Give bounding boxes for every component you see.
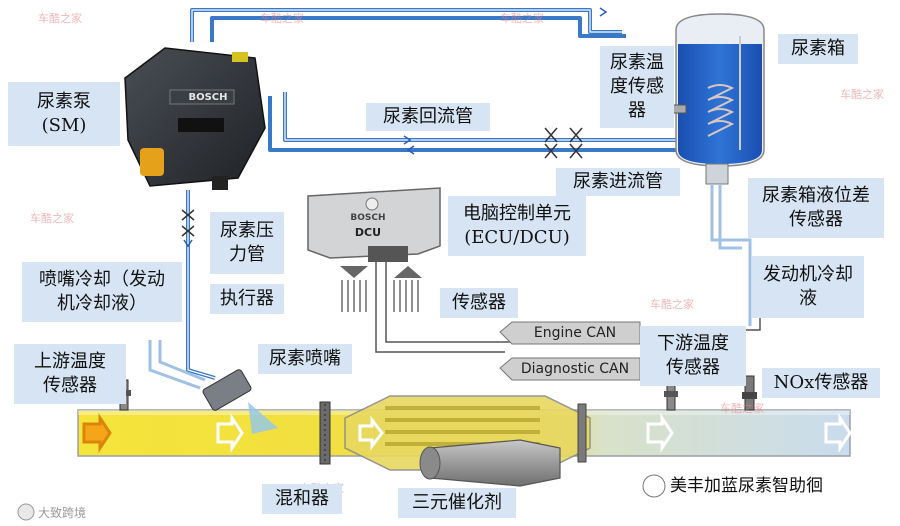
- ecu-brand-text: BOSCH: [350, 213, 386, 223]
- urea-tank-device: [671, 13, 765, 185]
- watermark-brand: 车酷之家: [30, 212, 74, 225]
- nozzle-cooling-label: 喷嘴冷却（发动 机冷却液）: [22, 262, 182, 322]
- wechat-icon: [642, 474, 666, 498]
- watermark-brand: 车酷之家: [500, 12, 544, 25]
- pump-brand-text: BOSCH: [188, 92, 228, 103]
- coolant-lines: [148, 185, 752, 390]
- actuator-triangle: [340, 266, 368, 278]
- watermark-brand: 车酷之家: [38, 12, 82, 25]
- temp-sensor-label: 尿素温 度传感 器: [600, 46, 674, 128]
- nozzle-label: 尿素喷嘴: [258, 344, 352, 374]
- urea-pump-label: 尿素泵 (SM): [8, 82, 120, 146]
- watermark-brand: 车酷之家: [260, 12, 304, 25]
- nox-sensor-device: [742, 375, 757, 411]
- pipe-connectors: [181, 127, 583, 237]
- urea-pump-device: [124, 47, 266, 190]
- coolant-label: 发动机冷却 液: [752, 256, 864, 318]
- footer-logo-icon: [17, 503, 35, 521]
- footer-left-watermark: 大致跨境: [38, 506, 87, 520]
- ecu-label: 电脑控制单元 (ECU/DCU): [448, 196, 586, 256]
- sensor-triangle: [394, 266, 422, 278]
- downstream-temp-label: 下游温度 传感器: [640, 326, 746, 386]
- diagnostic-can-label: Diagnostic CAN: [520, 361, 630, 377]
- pressure-pipe-label: 尿素压 力管: [210, 212, 284, 274]
- urea-nozzle-device: [202, 369, 278, 434]
- ecu-device: [307, 187, 441, 262]
- inlet-pipe-label: 尿素进流管: [556, 168, 680, 196]
- upstream-temp-label: 上游温度 传感器: [14, 344, 126, 404]
- downstream-temp-sensor-device: [664, 381, 678, 411]
- flow-arrows: [82, 413, 852, 453]
- watermark-brand: 车酷之家: [650, 298, 694, 311]
- watermark-brand: 车酷之家: [840, 88, 884, 101]
- catalyst-label: 三元催化剂: [398, 488, 516, 518]
- ecu-model-text: DCU: [354, 226, 382, 239]
- footer-right-watermark: 美丰加蓝尿素智助徊: [670, 476, 823, 496]
- can-arrows: [499, 321, 641, 381]
- pipe-direction-marks: [183, 7, 608, 248]
- level-sensor-label: 尿素箱液位差 传感器: [748, 178, 884, 238]
- tank-label: 尿素箱: [778, 34, 858, 64]
- engine-can-label: Engine CAN: [533, 325, 617, 341]
- mixer-flange: [319, 401, 331, 465]
- catalyst-housing: [344, 395, 591, 487]
- sensor-label: 传感器: [440, 288, 518, 318]
- downstream-flange: [577, 403, 587, 463]
- actuator-label: 执行器: [210, 284, 284, 314]
- mixer-label: 混和器: [262, 484, 342, 514]
- nox-sensor-label: NOx传感器: [762, 368, 880, 398]
- ecu-signal-hatches: [341, 280, 419, 312]
- return-pipe-label: 尿素回流管: [366, 103, 490, 131]
- watermark-brand: 车酷之家: [720, 402, 764, 415]
